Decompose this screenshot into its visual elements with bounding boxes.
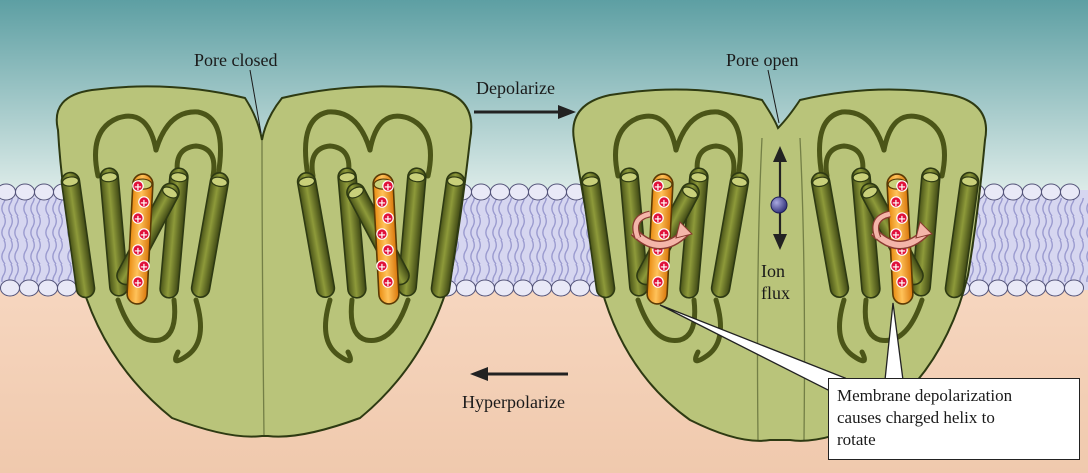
charge-plus: + [897, 181, 907, 193]
charge-plus: + [891, 197, 901, 209]
charge-plus: + [139, 197, 149, 209]
lipid-head [1004, 184, 1023, 200]
svg-text:+: + [654, 214, 662, 225]
charge-plus: + [897, 277, 907, 289]
lipid-head [548, 184, 567, 200]
charge-plus: + [133, 213, 143, 225]
depolarize-label: Depolarize [476, 78, 555, 98]
svg-text:+: + [384, 278, 392, 289]
hyperpolarize-label: Hyperpolarize [462, 392, 565, 412]
charge-plus: + [653, 181, 663, 193]
svg-text:+: + [660, 262, 668, 273]
svg-text:+: + [384, 246, 392, 257]
ion [771, 197, 787, 213]
lipid-head [472, 184, 491, 200]
lipid-head [510, 184, 529, 200]
svg-text:+: + [378, 230, 386, 241]
lipid-head [39, 280, 58, 296]
pore-closed-label: Pore closed [194, 50, 277, 70]
flux-label: flux [761, 283, 790, 303]
lipid-head [1023, 184, 1042, 200]
callout-box: Membrane depolarization causes charged h… [828, 378, 1080, 460]
lipid-head [35, 184, 54, 200]
charge-plus: + [659, 261, 669, 273]
svg-text:+: + [898, 278, 906, 289]
charge-plus: + [891, 261, 901, 273]
charge-plus: + [653, 277, 663, 289]
charge-plus: + [133, 181, 143, 193]
charge-plus: + [653, 213, 663, 225]
svg-text:+: + [660, 198, 668, 209]
lipid-head [529, 184, 548, 200]
charge-plus: + [377, 229, 387, 241]
svg-text:+: + [140, 230, 148, 241]
callout-line-3: rotate [837, 429, 1071, 451]
charge-plus: + [377, 261, 387, 273]
charge-plus: + [377, 197, 387, 209]
lipid-head [495, 280, 514, 296]
lipid-head [20, 280, 39, 296]
charge-plus: + [891, 229, 901, 241]
lipid-head [552, 280, 571, 296]
lipid-head [1046, 280, 1065, 296]
pore-open-label: Pore open [726, 50, 798, 70]
svg-text:+: + [654, 182, 662, 193]
ion-label: Ion [761, 261, 785, 281]
lipid-head [1042, 184, 1061, 200]
charge-plus: + [139, 229, 149, 241]
lipid-head [1061, 184, 1080, 200]
lipid-head [491, 184, 510, 200]
charge-plus: + [659, 229, 669, 241]
svg-text:+: + [140, 262, 148, 273]
charge-plus: + [897, 213, 907, 225]
svg-text:+: + [660, 230, 668, 241]
lipid-head [514, 280, 533, 296]
svg-text:+: + [898, 214, 906, 225]
lipid-head [1065, 280, 1084, 296]
svg-text:+: + [140, 198, 148, 209]
lipid-head [457, 280, 476, 296]
svg-text:+: + [892, 262, 900, 273]
lipid-head [58, 280, 77, 296]
charge-plus: + [383, 181, 393, 193]
lipid-head [1008, 280, 1027, 296]
svg-text:+: + [892, 198, 900, 209]
svg-text:+: + [892, 230, 900, 241]
charge-plus: + [659, 197, 669, 209]
lipid-head [476, 280, 495, 296]
lipid-head [1, 280, 20, 296]
lipid-head [16, 184, 35, 200]
svg-text:+: + [378, 198, 386, 209]
svg-text:+: + [384, 182, 392, 193]
callout-line-1: Membrane depolarization [837, 385, 1071, 407]
charge-plus: + [139, 261, 149, 273]
svg-text:+: + [134, 182, 142, 193]
svg-text:+: + [134, 278, 142, 289]
svg-text:+: + [134, 246, 142, 257]
lipid-head [985, 184, 1004, 200]
charge-plus: + [383, 213, 393, 225]
lipid-head [571, 280, 590, 296]
svg-text:+: + [898, 182, 906, 193]
lipid-head [989, 280, 1008, 296]
svg-text:+: + [654, 278, 662, 289]
lipid-head [0, 184, 16, 200]
charge-plus: + [133, 277, 143, 289]
charge-plus: + [133, 245, 143, 257]
lipid-head [533, 280, 552, 296]
lipid-head [970, 280, 989, 296]
svg-text:+: + [378, 262, 386, 273]
charge-plus: + [383, 245, 393, 257]
svg-text:+: + [134, 214, 142, 225]
charge-plus: + [383, 277, 393, 289]
svg-text:+: + [384, 214, 392, 225]
callout-line-2: causes charged helix to [837, 407, 1071, 429]
lipid-head [1027, 280, 1046, 296]
